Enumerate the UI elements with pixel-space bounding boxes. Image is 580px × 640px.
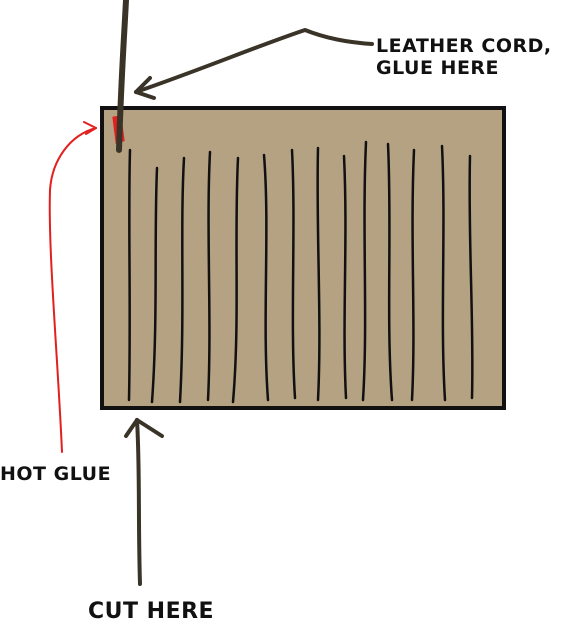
cut-here-label: CUT HERE	[88, 599, 214, 624]
cut-here-arrow	[124, 418, 164, 586]
leather-cord	[116, 0, 129, 153]
cut-line	[316, 146, 321, 402]
cut-line	[410, 148, 416, 402]
cut-line	[386, 142, 394, 402]
cut-line	[361, 140, 368, 402]
cut-line	[178, 156, 186, 404]
cut-line	[262, 153, 270, 402]
cut-line	[127, 148, 132, 402]
hot-glue-arrow	[48, 121, 97, 453]
leather-cord-label-line2: GLUE HERE	[376, 57, 499, 79]
cut-line	[290, 148, 297, 400]
leather-piece	[100, 106, 506, 410]
cut-line	[231, 156, 240, 404]
cut-line	[206, 150, 212, 402]
leather-cord-arrow	[134, 28, 374, 100]
fringe-cut-lines	[127, 140, 474, 404]
cut-line	[468, 154, 474, 400]
cut-line	[150, 166, 159, 404]
cut-line	[440, 144, 447, 402]
leather-cord-label-line1: LEATHER CORD,	[376, 35, 552, 57]
hot-glue-label: HOT GLUE	[0, 463, 111, 485]
cut-line	[342, 154, 348, 400]
